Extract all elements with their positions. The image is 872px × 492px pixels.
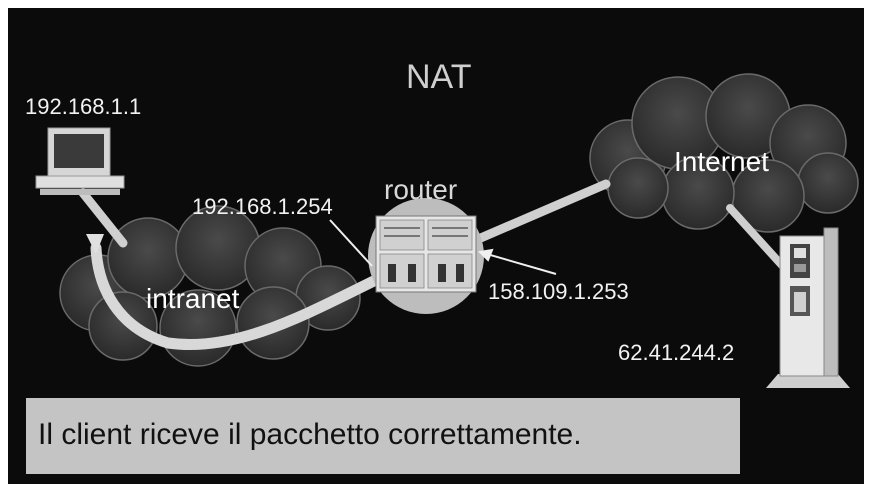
packet-path-outside <box>471 179 792 276</box>
server-tower-icon <box>766 227 850 388</box>
desktop-computer-icon <box>35 127 125 195</box>
slide: NAT 192.168.1.1 192.168.1.254 router 158… <box>8 8 864 484</box>
packet-path-inside <box>78 188 386 351</box>
internet-cloud-label: Internet <box>674 146 769 177</box>
intranet-cloud-label: intranet <box>146 283 240 314</box>
message-text: Il client riceve il pacchetto correttame… <box>38 418 582 451</box>
router-ip-pointers <box>329 219 557 275</box>
client-ip-label: 192.168.1.1 <box>25 94 142 119</box>
message-box: Il client riceve il pacchetto correttame… <box>26 398 740 474</box>
router-label: router <box>384 174 458 205</box>
router-outside-ip-label: 158.109.1.253 <box>488 279 629 304</box>
server-ip-label: 62.41.244.2 <box>618 340 735 365</box>
router-inside-ip-label: 192.168.1.254 <box>192 194 333 219</box>
router-rack-icon <box>368 198 484 314</box>
slide-title: NAT <box>406 58 472 96</box>
return-arrowhead-icon <box>86 234 104 254</box>
nat-diagram <box>35 73 859 388</box>
